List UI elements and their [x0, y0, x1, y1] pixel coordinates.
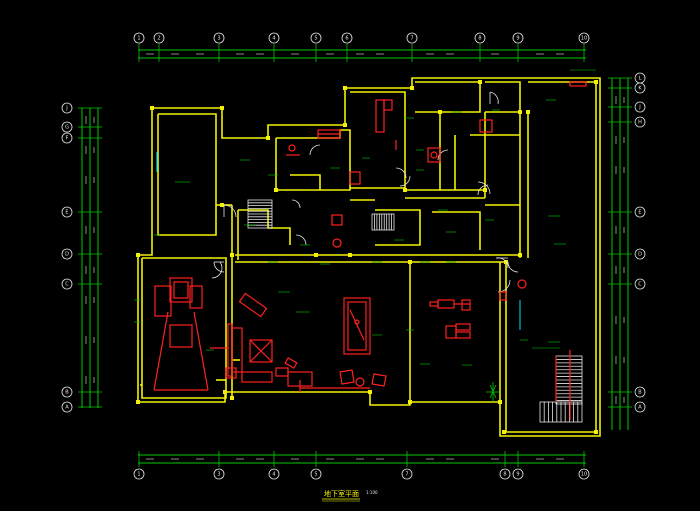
- axis-bubble-top-10: 10: [578, 32, 590, 44]
- axis-label: 2: [157, 35, 160, 41]
- axis-bubble-bottom-4: 4: [268, 468, 280, 480]
- outer-walls: [137, 77, 601, 437]
- home-theater-seating: [153, 277, 228, 391]
- top-dimension-chain: [138, 44, 586, 62]
- axis-label: 7: [410, 35, 413, 41]
- axis-bubble-bottom-3: 3: [213, 468, 225, 480]
- axis-bubble-bottom-7: 7: [401, 468, 413, 480]
- drawing-title: 地下室平面: [324, 489, 359, 498]
- axis-bubble-top-9: 9: [512, 32, 524, 44]
- axis-label: 8: [478, 35, 481, 41]
- plant-symbol: [486, 382, 500, 402]
- pool-table: [343, 297, 371, 355]
- axis-label: 10: [581, 35, 587, 41]
- axis-label: J: [638, 104, 640, 110]
- axis-label: 9: [516, 35, 519, 41]
- axis-label: 10: [581, 471, 587, 477]
- axis-label: 5: [314, 35, 317, 41]
- left-dimension-chain: [78, 107, 102, 408]
- axis-bubble-right-J: J: [634, 101, 646, 113]
- axis-label: 1: [137, 471, 140, 477]
- axis-bubble-top-2: 2: [153, 32, 165, 44]
- axis-bubble-right-L: L: [634, 72, 646, 84]
- gym-equipment: [429, 299, 471, 339]
- dimension-numbers: [85, 53, 625, 460]
- axis-label: A: [638, 404, 642, 410]
- axis-bubble-right-C: C: [634, 278, 646, 290]
- bottom-dimension-chain: [138, 451, 586, 467]
- axis-bubble-bottom-9: 9: [512, 468, 524, 480]
- axis-bubble-top-4: 4: [268, 32, 280, 44]
- doors: [211, 91, 519, 293]
- axis-label: 7: [405, 471, 408, 477]
- axis-bubble-left-G: G: [61, 121, 73, 133]
- axis-label: 4: [272, 35, 275, 41]
- drawing-scale: 1:100: [366, 490, 378, 495]
- axis-bubble-left-J: J: [61, 102, 73, 114]
- axis-bubble-bottom-1: 1: [133, 468, 145, 480]
- axis-label: G: [65, 124, 69, 130]
- axis-label: L: [639, 75, 642, 81]
- axis-label: 4: [272, 471, 275, 477]
- axis-label: A: [65, 404, 69, 410]
- axis-label: B: [638, 389, 642, 395]
- axis-bubble-left-B: B: [61, 386, 73, 398]
- axis-label: 5: [314, 471, 317, 477]
- axis-bubble-bottom-5: 5: [310, 468, 322, 480]
- axis-bubble-top-5: 5: [310, 32, 322, 44]
- right-dimension-chain: [608, 77, 632, 430]
- axis-label: F: [66, 135, 69, 141]
- axis-label: D: [638, 251, 642, 257]
- axis-label: 6: [345, 35, 348, 41]
- axis-label: B: [65, 389, 69, 395]
- furniture: [153, 81, 587, 420]
- stairs: [247, 199, 583, 423]
- axis-bubble-right-K: K: [634, 82, 646, 94]
- axis-label: D: [65, 251, 69, 257]
- axis-bubble-left-D: D: [61, 248, 73, 260]
- axis-bubble-right-B: B: [634, 386, 646, 398]
- axis-bubble-bottom-10: 10: [578, 468, 590, 480]
- axis-bubble-left-E: E: [61, 206, 73, 218]
- axis-label: H: [638, 119, 642, 125]
- axis-bubble-left-C: C: [61, 278, 73, 290]
- axis-bubble-bottom-8: 8: [499, 468, 511, 480]
- axis-label: 1: [137, 35, 140, 41]
- axis-bubble-left-A: A: [61, 401, 73, 413]
- axis-bubble-top-1: 1: [133, 32, 145, 44]
- axis-bubble-right-E: E: [634, 206, 646, 218]
- room-annotations: [134, 69, 596, 366]
- axis-label: E: [65, 209, 68, 215]
- axis-label: 3: [217, 35, 220, 41]
- axis-label: E: [638, 209, 641, 215]
- sofa-set: [225, 292, 313, 387]
- axis-bubble-left-F: F: [61, 132, 73, 144]
- axis-bubble-right-H: H: [634, 116, 646, 128]
- axis-label: J: [65, 105, 67, 111]
- axis-label: C: [638, 281, 642, 287]
- axis-bubble-top-7: 7: [406, 32, 418, 44]
- axis-bubble-top-8: 8: [474, 32, 486, 44]
- axis-bubble-right-D: D: [634, 248, 646, 260]
- axis-bubble-top-3: 3: [213, 32, 225, 44]
- axis-label: C: [65, 281, 69, 287]
- axis-bubble-right-A: A: [634, 401, 646, 413]
- axis-label: 9: [516, 471, 519, 477]
- drawing-title-block: 地下室平面 1:100: [322, 489, 378, 502]
- axis-label: 3: [217, 471, 220, 477]
- axis-label: 8: [503, 471, 506, 477]
- axis-bubble-top-6: 6: [341, 32, 353, 44]
- axis-label: K: [638, 85, 642, 91]
